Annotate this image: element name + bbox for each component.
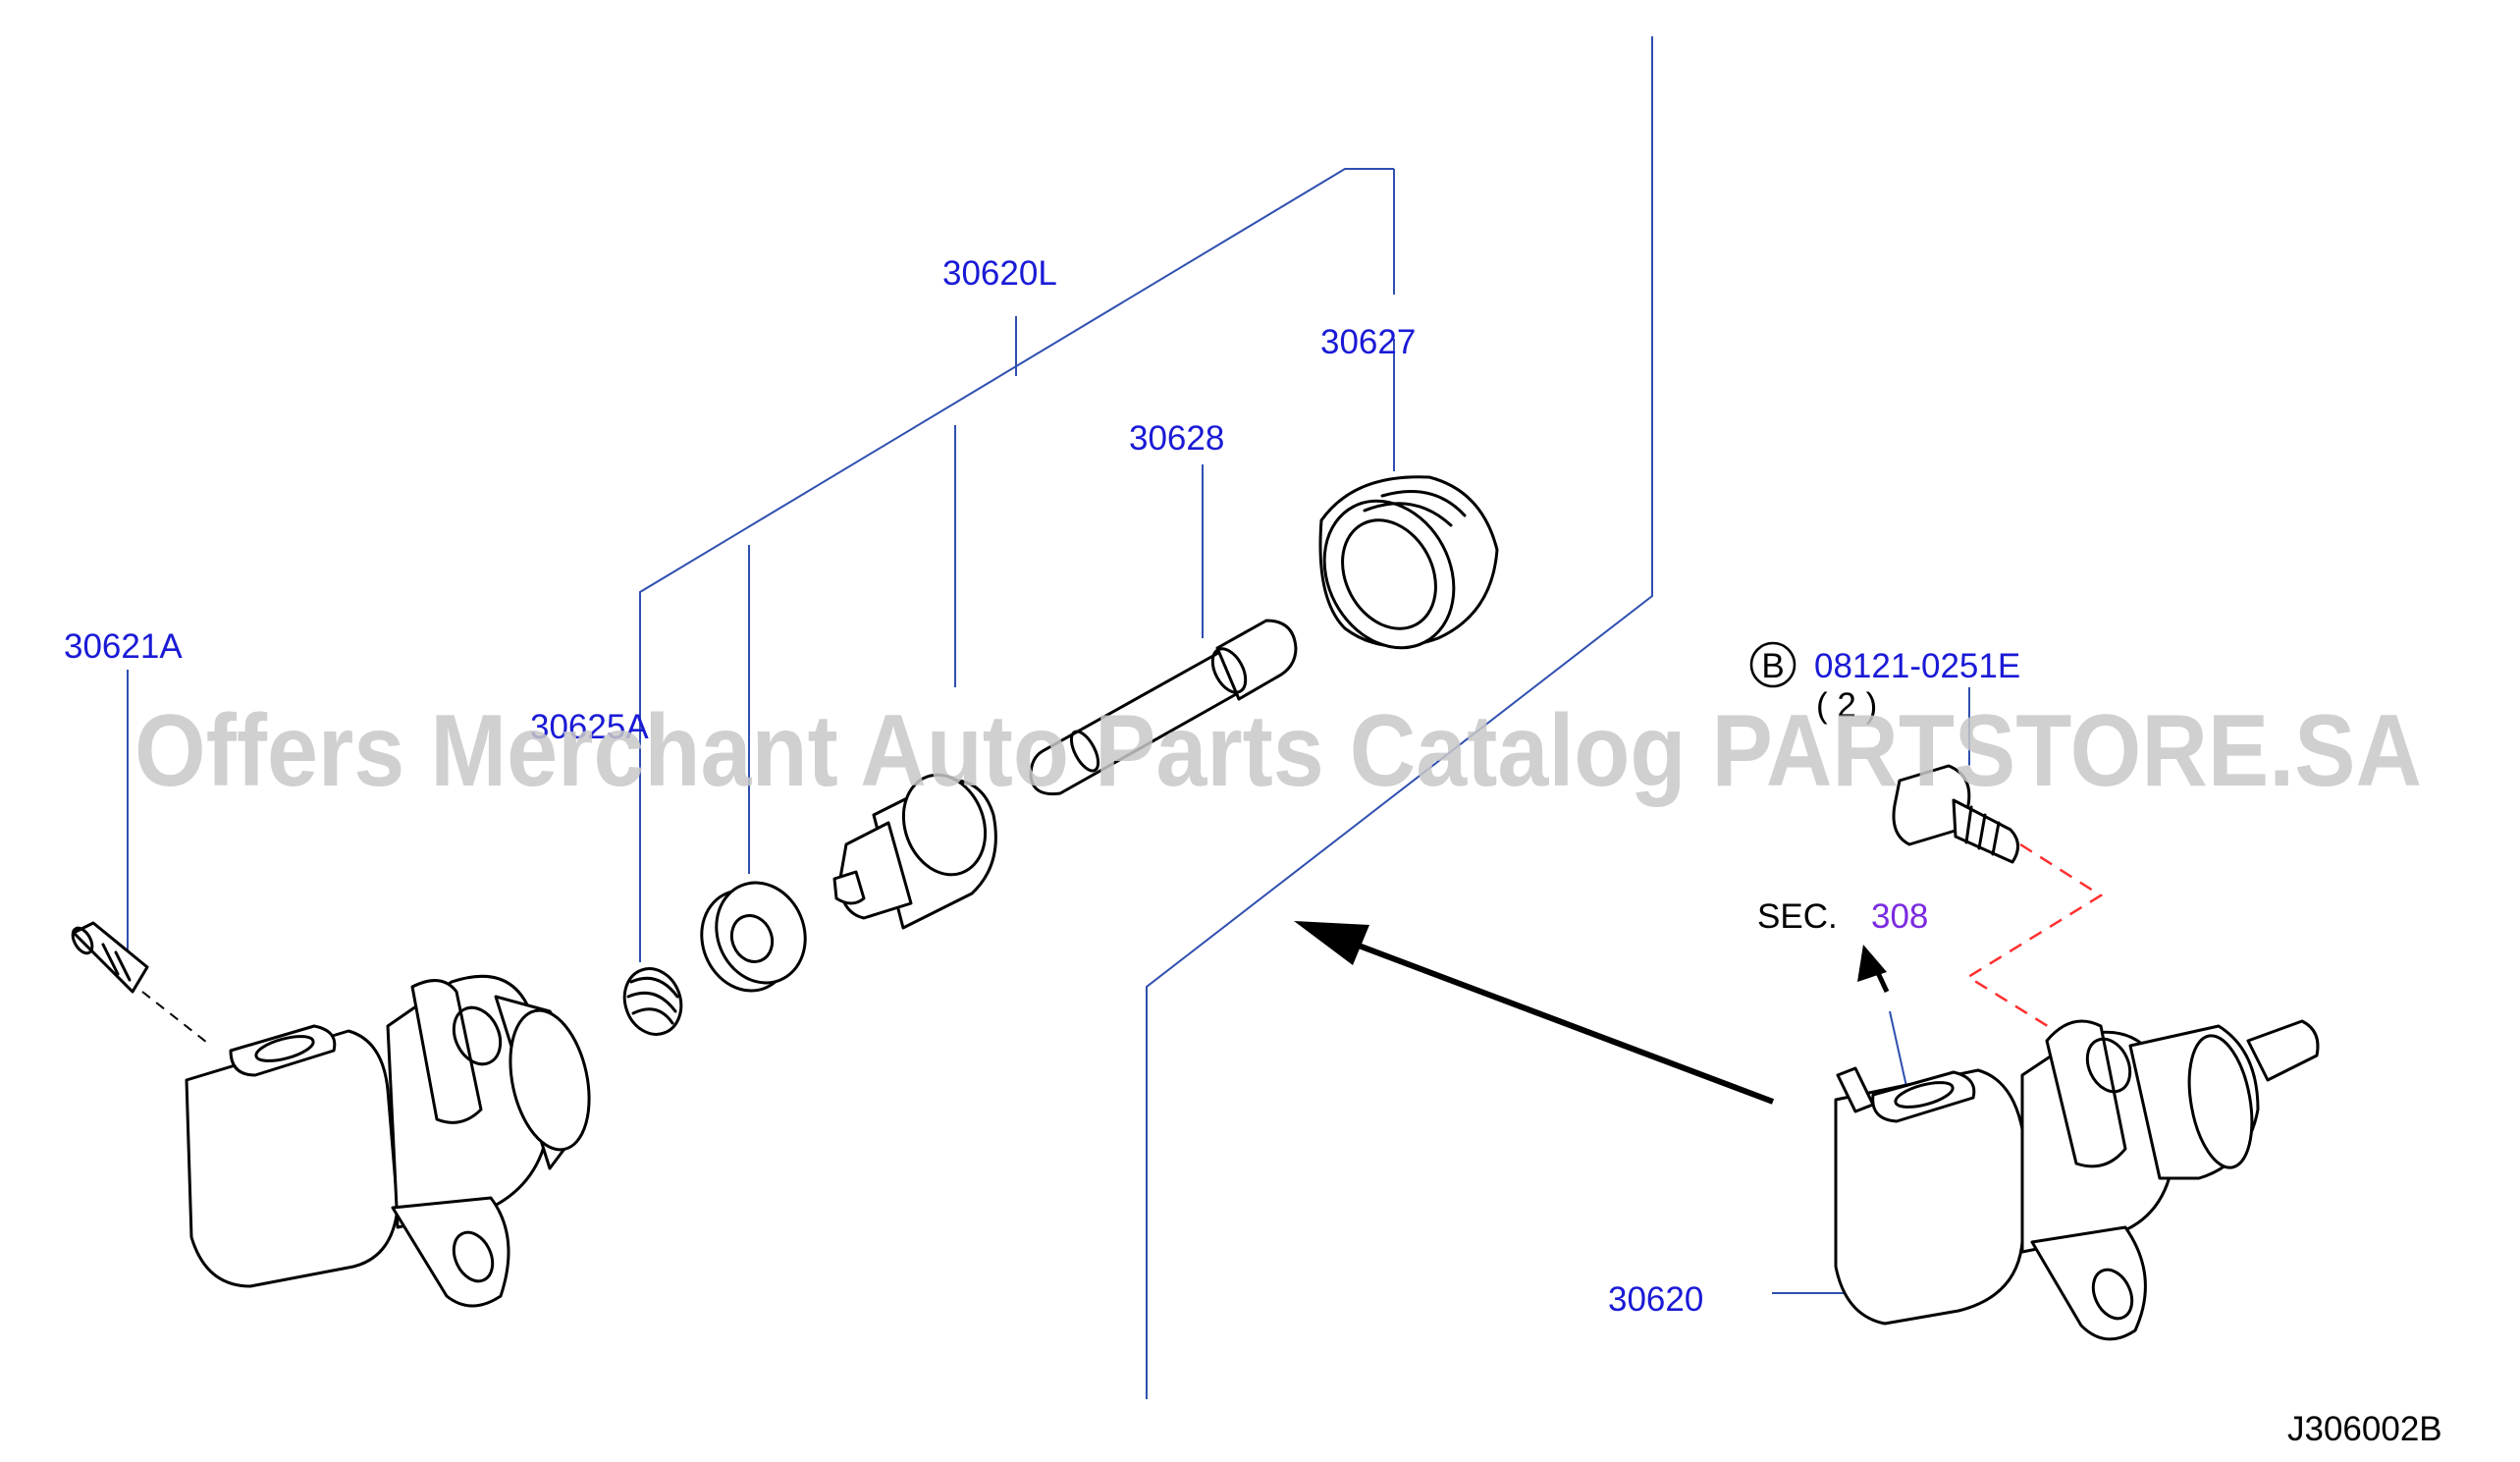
part-30628-rod bbox=[1029, 619, 1298, 796]
assembly-arrow bbox=[1294, 921, 1775, 1105]
bolt-marker-circle: B bbox=[1749, 641, 1796, 688]
part-seal-cup bbox=[700, 881, 807, 993]
label-30625A: 30625A bbox=[530, 708, 649, 746]
label-30621A: 30621A bbox=[64, 627, 183, 666]
label-30628: 30628 bbox=[1129, 419, 1224, 458]
label-30627: 30627 bbox=[1320, 323, 1416, 361]
part-08121-bolt bbox=[1892, 764, 2019, 864]
bracket-30620L bbox=[639, 168, 1394, 707]
part-piston bbox=[832, 773, 997, 930]
part-30625A-spring bbox=[622, 967, 683, 1036]
bolt-path bbox=[1965, 842, 2104, 1043]
label-08121-0251E: 08121-0251E bbox=[1814, 647, 2020, 685]
label-sec-number[interactable]: 308 bbox=[1871, 897, 1928, 936]
sec-arrow bbox=[1857, 945, 1890, 994]
frame-line bbox=[1146, 36, 1653, 1399]
label-30620: 30620 bbox=[1608, 1280, 1703, 1319]
leader-lines bbox=[127, 36, 1970, 1399]
part-cylinder-left bbox=[185, 974, 591, 1308]
part-30621A-bleeder bbox=[71, 921, 212, 1047]
label-quantity: ( 2 ) bbox=[1816, 686, 1877, 725]
label-sec-prefix: SEC. bbox=[1757, 897, 1838, 936]
part-30627-ring bbox=[1318, 475, 1499, 650]
diagram-code: J306002B bbox=[2287, 1410, 2442, 1448]
watermark: Offers Merchant Auto Parts Catalog PARTS… bbox=[134, 694, 2422, 808]
label-30620L: 30620L bbox=[942, 254, 1057, 293]
part-30620-cylinder-right bbox=[1834, 1019, 2320, 1341]
bolt-marker-letter: B bbox=[1761, 647, 1784, 685]
